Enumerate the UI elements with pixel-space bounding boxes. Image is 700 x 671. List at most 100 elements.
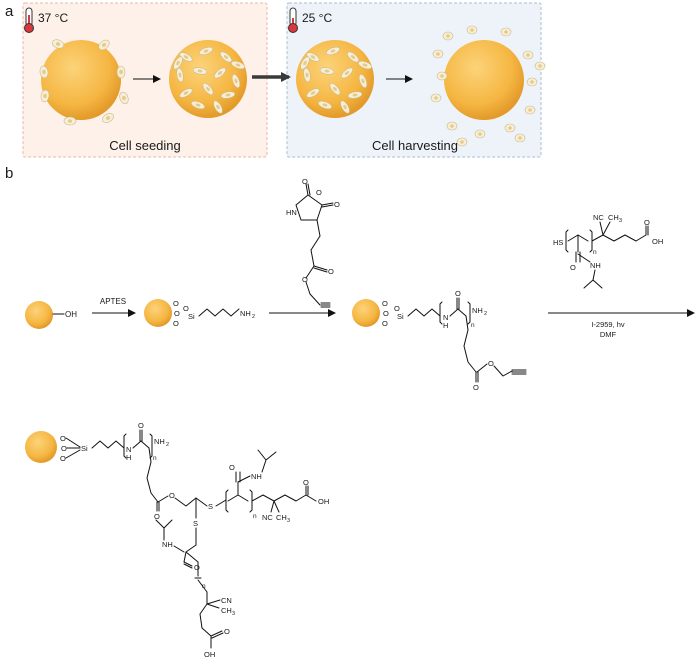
panel-b-letter: b: [5, 165, 13, 182]
nitrile-label: NC: [262, 513, 273, 522]
conditions-solvent: DMF: [600, 330, 617, 339]
microcarrier-bead-seeding: [41, 40, 121, 120]
amine-label: NH: [154, 437, 165, 446]
cells-detached: [430, 25, 546, 147]
cell-icon: [358, 74, 368, 88]
cell-icon: [442, 31, 454, 41]
cell-icon: [102, 113, 114, 123]
cell-icon: [116, 65, 126, 79]
cell-icon: [358, 60, 372, 70]
cell-icon: [432, 49, 444, 59]
nh-label: NH: [162, 540, 173, 549]
o-label: O: [60, 434, 66, 443]
pnipam-reagent: [565, 221, 649, 289]
repeat-n: n: [202, 583, 206, 590]
seeding-temperature: 37 °C: [38, 11, 68, 25]
n-label: N: [126, 445, 131, 454]
o-label: O: [316, 188, 322, 197]
cell-icon: [231, 74, 241, 88]
o-label: O: [229, 463, 235, 472]
o-label: O: [154, 512, 160, 521]
methyl-label: CH: [276, 513, 287, 522]
o-label: O: [194, 563, 200, 572]
si-label: Si: [188, 312, 195, 321]
sulfur-label: S: [193, 519, 198, 528]
cell-icon: [173, 56, 183, 70]
cell-icon: [526, 77, 538, 87]
cell-icon: [63, 116, 77, 126]
nh-label: NH: [590, 261, 601, 270]
o-label: O: [60, 454, 66, 463]
cell-icon: [474, 129, 486, 139]
cell-icon: [500, 27, 512, 37]
o-label: O: [302, 177, 308, 186]
repeat-n: n: [471, 322, 475, 329]
thermometer-icon: [288, 7, 298, 33]
methyl-subscript: 3: [619, 218, 622, 224]
hydroxyl-label: OH: [318, 497, 329, 506]
cell-icon: [213, 100, 223, 114]
nh-label: HN: [286, 208, 297, 217]
amine-subscript: 2: [484, 311, 487, 317]
cell-icon: [202, 82, 214, 96]
o-label: O: [224, 627, 230, 636]
thermometer-icon: [24, 7, 34, 33]
methyl-subscript: 3: [232, 611, 235, 617]
cell-icon: [39, 65, 49, 79]
amine-subscript: 2: [252, 314, 255, 320]
sulfur-label: S: [208, 502, 213, 511]
cell-icon: [466, 25, 478, 35]
o-label: O: [183, 304, 189, 313]
o-label: O: [473, 383, 479, 392]
o-label: O: [303, 478, 309, 487]
cell-icon: [504, 123, 516, 133]
aptes-label: APTES: [100, 297, 126, 306]
o-label: O: [488, 359, 494, 368]
o-label: O: [174, 309, 180, 318]
cell-icon: [318, 100, 332, 110]
cell-icon: [329, 82, 341, 96]
methyl-label: CH: [608, 213, 619, 222]
cell-icon: [430, 93, 442, 103]
cell-icon: [191, 100, 205, 110]
cell-icon: [303, 67, 311, 83]
cell-icon: [179, 52, 193, 62]
hydroxyl-label: OH: [204, 650, 215, 659]
h-label: H: [443, 321, 448, 330]
o-label: O: [302, 275, 308, 284]
thiol-label: HS: [553, 238, 563, 247]
o-label: O: [394, 304, 400, 313]
h-label: H: [126, 453, 131, 462]
o-label: O: [334, 200, 340, 209]
o-label: O: [138, 421, 144, 430]
cell-icon: [306, 52, 320, 62]
methyl-subscript: 3: [287, 518, 290, 524]
o-label: O: [169, 491, 175, 500]
nitrile-label: NC: [593, 213, 604, 222]
cell-icon: [40, 89, 50, 103]
o-label: O: [383, 309, 389, 318]
cell-icon: [522, 50, 534, 60]
o-label: O: [173, 319, 179, 328]
cell-icon: [319, 67, 335, 75]
cell-icon: [326, 46, 340, 56]
cell-icon: [340, 67, 354, 79]
cell-icon: [51, 39, 65, 49]
conditions-initiator: I-2959, hv: [591, 320, 625, 329]
repeat-n: n: [593, 249, 597, 256]
si-label: Si: [397, 312, 404, 321]
amine-label: NH: [472, 306, 483, 315]
o-label: O: [382, 299, 388, 308]
cells-covered-harvest: [300, 46, 372, 114]
cell-seeding-caption: Cell seeding: [109, 138, 181, 153]
repeat-n: n: [153, 455, 157, 462]
cell-icon: [446, 121, 458, 131]
hydroxyl-label: OH: [652, 237, 663, 246]
cell-icon: [340, 100, 350, 114]
cell-icon: [534, 61, 546, 71]
nh-label: NH: [251, 472, 262, 481]
cell-icon: [219, 51, 233, 63]
cell-icon: [199, 46, 213, 56]
cell-icon: [98, 39, 110, 51]
bead-aptes: [144, 299, 172, 327]
